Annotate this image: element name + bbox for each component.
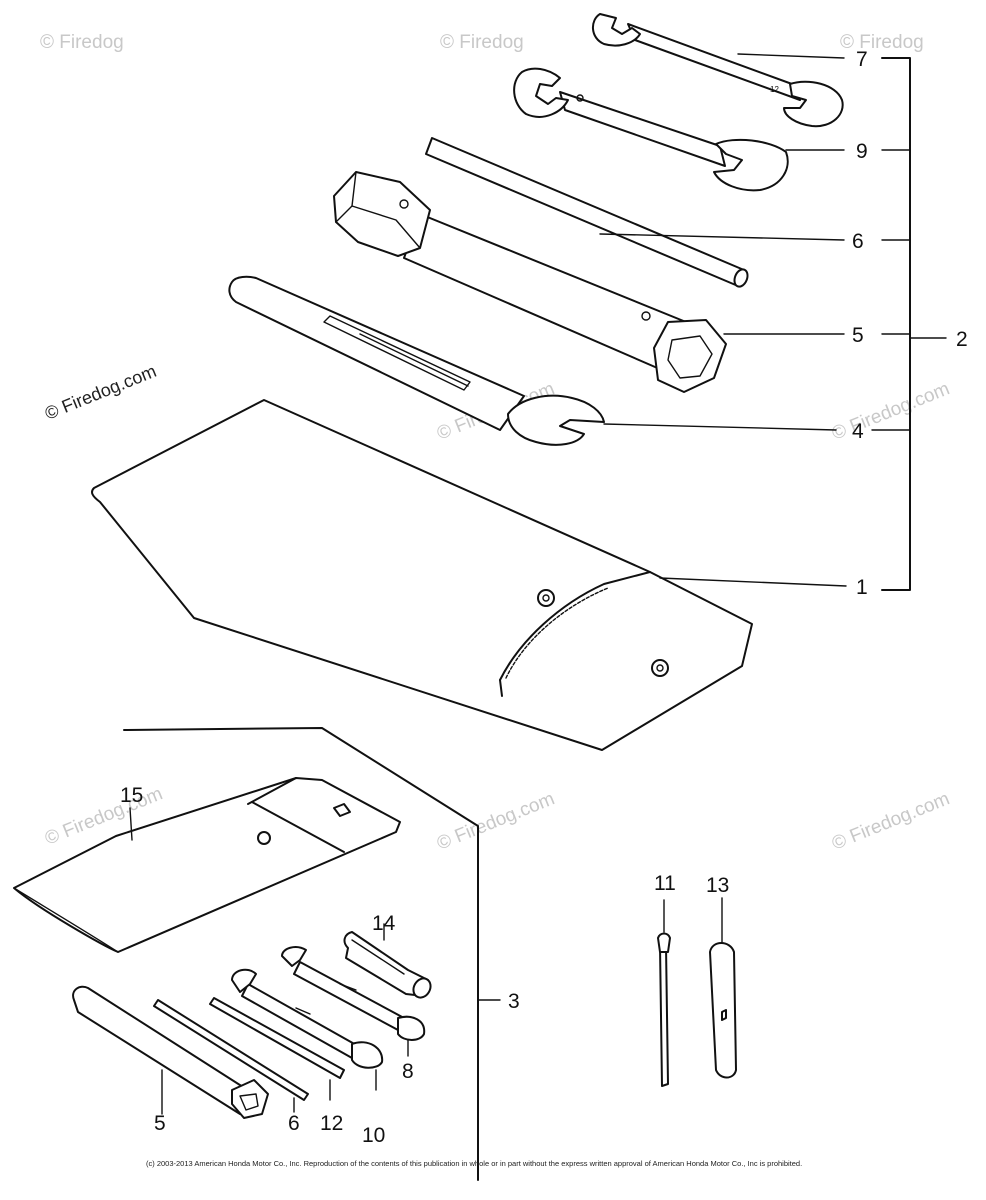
- callout-3: 3: [508, 990, 520, 1013]
- socket-wrench-part-5-bottom: [72, 985, 269, 1119]
- callout-14: 14: [372, 912, 396, 935]
- watermark-top-right: © Firedog: [840, 32, 924, 53]
- socket-wrench-part-5: [333, 171, 727, 393]
- copyright-footer: (c) 2003-2013 American Honda Motor Co., …: [146, 1159, 802, 1168]
- spanner-part-4: [228, 275, 605, 446]
- kit-3-bracket: [123, 727, 501, 1181]
- rod-part-6: [425, 137, 749, 288]
- watermark-lower-center: © Firedog.com: [434, 788, 558, 854]
- wrench-part-7: 12: [592, 13, 844, 128]
- tube-part-13: [709, 897, 737, 1079]
- watermark-top-center: © Firedog: [440, 32, 524, 53]
- watermark-left: © Firedog.com: [42, 361, 159, 424]
- wrench-part-10: [231, 968, 384, 1091]
- screwdriver-part-12: [209, 997, 345, 1101]
- callout-6: 6: [852, 230, 864, 253]
- callout-6-bottom: 6: [288, 1112, 300, 1135]
- tool-bag-part-1: [91, 399, 753, 751]
- watermark-right: © Firedog.com: [829, 378, 953, 444]
- wrench-part-9: [513, 67, 789, 192]
- handle-part-14: [343, 923, 432, 999]
- callout-13: 13: [706, 874, 729, 897]
- callout-2: 2: [956, 328, 968, 351]
- watermark-top-left: © Firedog: [40, 32, 124, 53]
- wrench-part-8: [281, 946, 426, 1057]
- callout-11: 11: [654, 872, 676, 895]
- callout-15: 15: [120, 784, 143, 807]
- callout-4: 4: [852, 420, 864, 443]
- watermarks: © Firedog © Firedog © Firedog © Firedog.…: [40, 32, 953, 855]
- screwdriver-part-11: [657, 899, 671, 1087]
- callout-5: 5: [852, 324, 864, 347]
- callout-9: 9: [856, 140, 868, 163]
- leader-lines-top: [599, 53, 947, 591]
- tool-bag-part-15: [13, 777, 401, 953]
- callout-12: 12: [320, 1112, 343, 1135]
- rod-part-6-bottom: [153, 999, 309, 1113]
- callout-10: 10: [362, 1124, 385, 1147]
- callout-5-bottom: 5: [154, 1112, 166, 1135]
- callout-7: 7: [856, 48, 868, 71]
- svg-text:12: 12: [770, 85, 779, 94]
- callout-8: 8: [402, 1060, 414, 1083]
- watermark-lower-right: © Firedog.com: [829, 788, 953, 854]
- callout-1: 1: [856, 576, 868, 599]
